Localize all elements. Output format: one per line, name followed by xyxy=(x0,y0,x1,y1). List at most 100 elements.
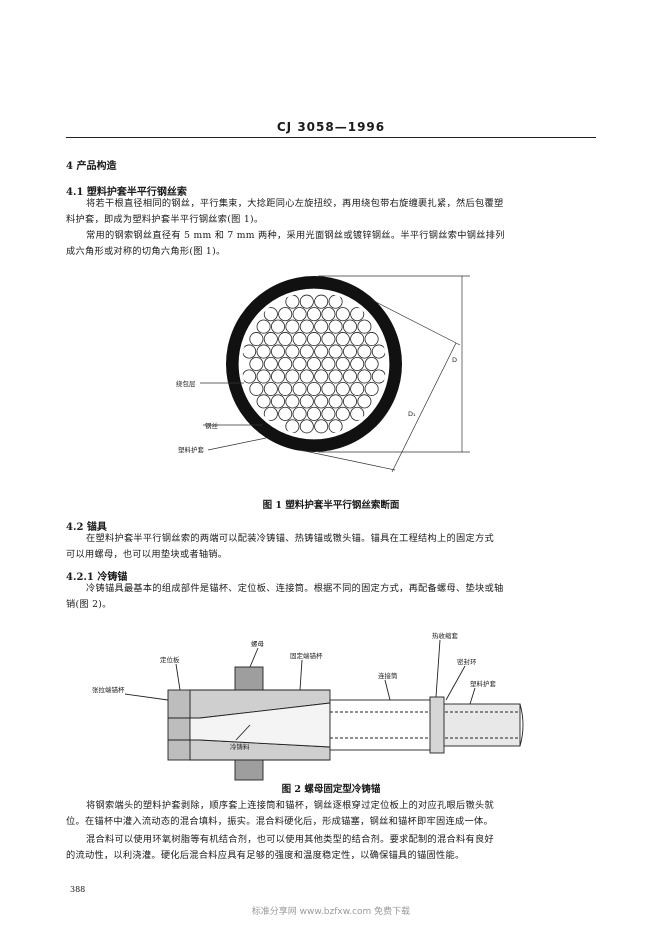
steel-wire xyxy=(314,294,329,309)
steel-wire xyxy=(306,381,321,396)
steel-wire xyxy=(299,369,314,384)
steel-wire xyxy=(256,344,271,359)
steel-wire xyxy=(350,307,365,322)
para-line: 将若干根直径相同的钢丝，平行集束，大捻距同心左旋扭绞，再用绕包带右旋缠裹扎紧，然… xyxy=(86,198,504,209)
steel-wire xyxy=(335,356,350,371)
connector-tube xyxy=(329,699,441,751)
tension-end-cup-label: 张拉端锚杯 xyxy=(92,685,125,694)
steel-wire xyxy=(249,332,264,347)
wrap-layer xyxy=(237,287,391,441)
steel-wire xyxy=(292,307,307,322)
dimension-D-label: D xyxy=(452,356,457,364)
steel-wire xyxy=(263,406,278,421)
cast-material xyxy=(189,702,331,748)
steel-wire-bundle xyxy=(242,294,386,434)
steel-wire xyxy=(350,406,365,421)
steel-wire xyxy=(314,369,329,384)
plastic-sheath-label: 塑料护套 xyxy=(470,679,497,688)
steel-wire xyxy=(256,319,271,334)
steel-wire xyxy=(328,319,343,334)
steel-wire xyxy=(249,356,264,371)
steel-wire xyxy=(292,356,307,371)
steel-wire xyxy=(263,356,278,371)
nut-upper xyxy=(234,666,264,691)
figure-1-caption: 图 1 塑料护套半平行钢丝索断面 xyxy=(262,500,400,511)
steel-wire xyxy=(357,394,372,409)
steel-wire xyxy=(285,294,300,309)
steel-wire xyxy=(328,369,343,384)
plastic-sheath-cable xyxy=(439,703,521,747)
steel-wire xyxy=(306,356,321,371)
section-4-1-para-1: 将若干根直径相同的钢丝，平行集束，大捻距同心左旋扭绞，再用绕包带右旋缠裹扎紧，然… xyxy=(66,196,596,228)
steel-wire xyxy=(371,369,386,384)
shrink-sleeve-label: 热收缩套 xyxy=(432,631,459,640)
steel-wire xyxy=(263,307,278,322)
steel-wire xyxy=(357,344,372,359)
steel-wire xyxy=(314,394,329,409)
steel-wire xyxy=(314,319,329,334)
steel-wire xyxy=(335,307,350,322)
para-line: 的流动性，以利浇灌。硬化后混合料应具有足够的强度和温度稳定性，以确保锚具的锚固性… xyxy=(66,850,465,861)
steel-wire xyxy=(350,332,365,347)
steel-wire xyxy=(299,319,314,334)
tension-cup-edge xyxy=(168,717,190,741)
steel-wire xyxy=(299,344,314,359)
steel-wire xyxy=(321,406,336,421)
shrink-sleeve xyxy=(429,696,445,754)
steel-wire xyxy=(364,381,379,396)
section-4-2-1-title: 4.2.1 冷铸锚 xyxy=(66,572,128,583)
steel-wire xyxy=(335,332,350,347)
steel-wire xyxy=(292,381,307,396)
para-line: 常用的钢索钢丝直径有 5 mm 和 7 mm 两种，采用光面钢丝或镀锌钢丝。半平… xyxy=(86,230,505,241)
steel-wire xyxy=(285,344,300,359)
wrap-layer-label: 绕包层 xyxy=(176,379,196,388)
plastic-sheath-label: 塑料护套 xyxy=(178,445,205,454)
plastic-sheath-ring xyxy=(226,276,402,452)
steel-wire xyxy=(342,369,357,384)
steel-wire xyxy=(256,394,271,409)
steel-wire xyxy=(292,406,307,421)
steel-wire xyxy=(335,406,350,421)
steel-wire xyxy=(278,307,293,322)
steel-wire xyxy=(270,319,285,334)
para-line: 料护套，即成为塑料护套半平行钢丝索(图 1)。 xyxy=(66,214,264,225)
para-line: 位。在锚杯中灌入流动态的混合填料，振实。混合料硬化后，形成锚塞，钢丝和锚杯即牢固… xyxy=(66,816,493,827)
steel-wire xyxy=(278,406,293,421)
steel-wire xyxy=(350,356,365,371)
steel-wire xyxy=(357,369,372,384)
positioning-plate xyxy=(167,689,191,761)
steel-wire xyxy=(306,406,321,421)
steel-wire xyxy=(321,332,336,347)
steel-wire xyxy=(306,332,321,347)
steel-wire xyxy=(278,332,293,347)
cast-material-label: 冷铸料 xyxy=(230,742,250,751)
para-line: 冷铸锚具最基本的组成部件是锚杯、定位板、连接筒。根据不同的固定方式，再配备螺母、… xyxy=(86,583,504,594)
steel-wire xyxy=(285,394,300,409)
section-4-1-para-2: 常用的钢索钢丝直径有 5 mm 和 7 mm 两种，采用光面钢丝或镀锌钢丝。半平… xyxy=(66,228,596,260)
steel-wire xyxy=(306,307,321,322)
fixed-end-cup-label: 固定端锚杯 xyxy=(290,651,323,660)
steel-wire xyxy=(321,307,336,322)
anchor-cup-upper xyxy=(189,689,331,719)
steel-wire xyxy=(278,381,293,396)
steel-wire xyxy=(242,369,257,384)
para-line: 混合料可以使用环氧树脂等有机结合剂，也可以使用其他类型的结合剂。要求配制的混合料… xyxy=(86,834,494,845)
positioning-plate-label: 定位板 xyxy=(160,655,180,664)
steel-wire xyxy=(270,344,285,359)
para-line: 成六角形或对称的切角六角形(图 1)。 xyxy=(66,246,226,257)
steel-wire xyxy=(292,332,307,347)
page-number: 388 xyxy=(70,885,86,894)
para-line: 在塑料护套半平行钢丝索的两端可以配装冷铸锚、热铸锚或镦头锚。锚具在工程结构上的固… xyxy=(86,533,494,544)
figure-2-caption: 图 2 螺母固定型冷铸锚 xyxy=(281,784,381,795)
steel-wire xyxy=(285,419,300,434)
steel-wire xyxy=(299,294,314,309)
steel-wire xyxy=(364,356,379,371)
nut-label: 螺母 xyxy=(251,639,265,648)
steel-wire xyxy=(328,294,343,309)
steel-wire xyxy=(270,369,285,384)
steel-wire xyxy=(328,419,343,434)
steel-wire xyxy=(314,419,329,434)
steel-wire xyxy=(342,319,357,334)
steel-wire xyxy=(314,344,329,359)
